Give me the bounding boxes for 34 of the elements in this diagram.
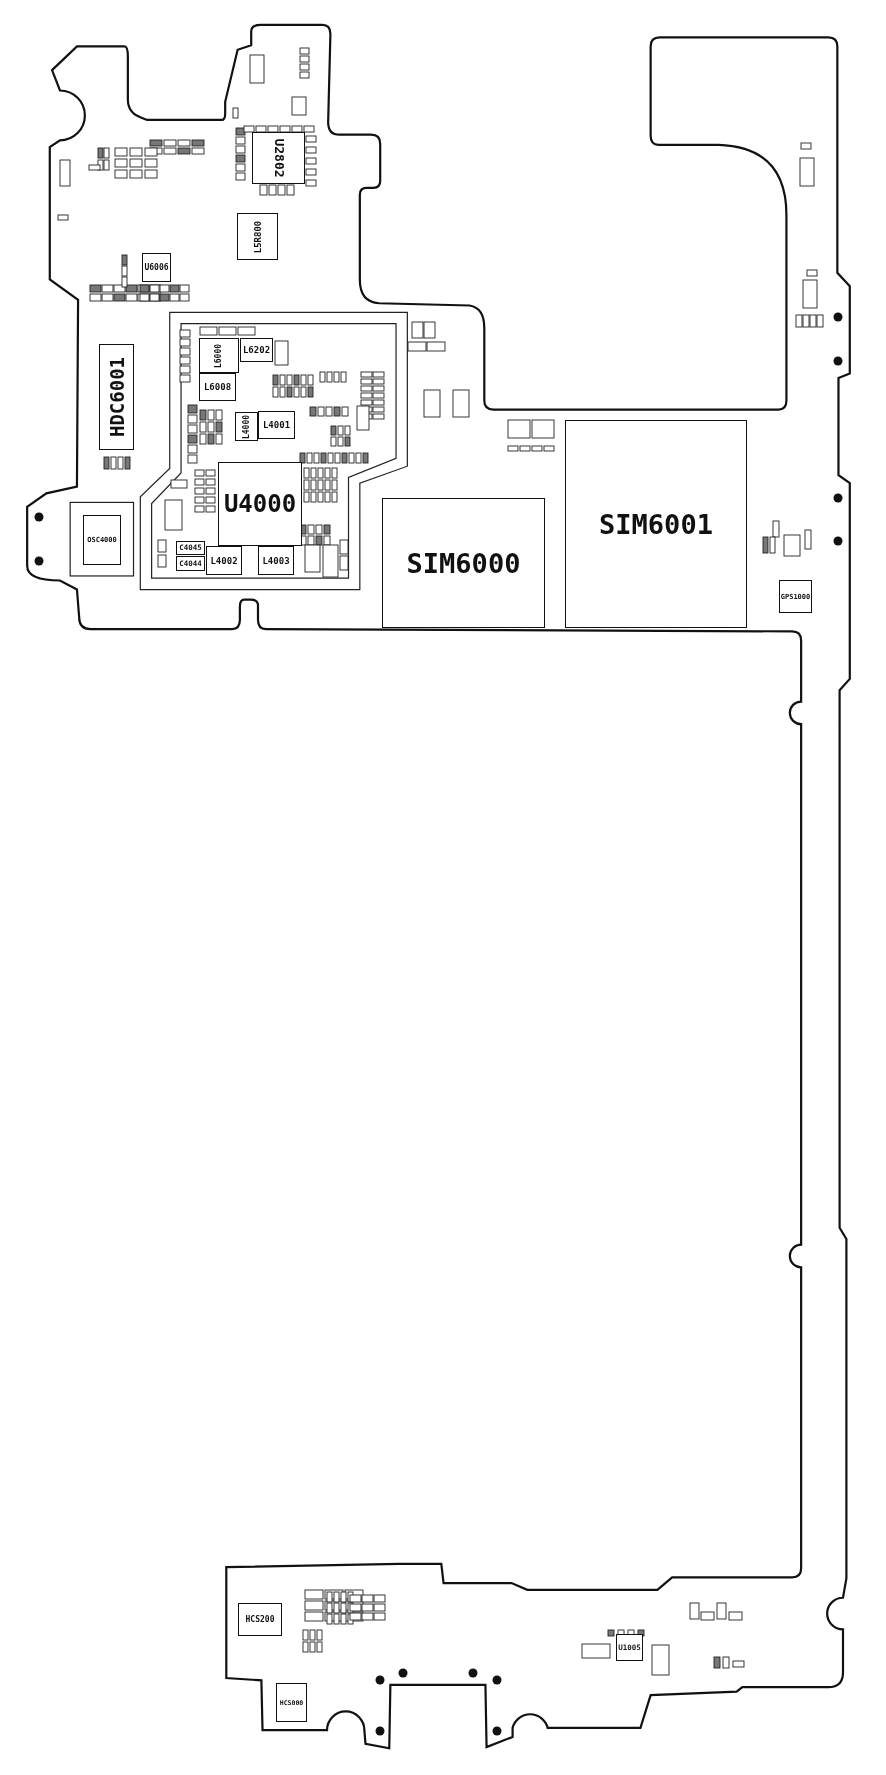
component-outline: [218, 462, 302, 546]
reference-designator: L5R800: [253, 220, 262, 253]
component-outline: [237, 213, 278, 260]
reference-designator: SIM6000: [406, 549, 521, 577]
component-outline: [616, 1634, 643, 1661]
component-outline: [258, 411, 295, 439]
component-outline: [276, 1683, 307, 1722]
component-outline: [206, 546, 242, 575]
reference-designator: U2802: [272, 138, 285, 178]
component-outline: [83, 515, 121, 565]
reference-designator: HCS200: [245, 1615, 275, 1624]
reference-designator: L4000: [242, 414, 251, 439]
component-outline: [382, 498, 545, 628]
component-outline: [199, 338, 239, 373]
component-outline: [199, 373, 236, 401]
reference-designator: L4002: [210, 556, 238, 565]
component-outline: [779, 580, 812, 613]
reference-designator: L6000: [215, 343, 223, 368]
component-outline: [240, 338, 273, 362]
component-outline: [235, 412, 258, 441]
component-outline: [142, 253, 171, 282]
reference-designator: HDC6001: [107, 356, 126, 438]
reference-designator: L6202: [242, 345, 271, 355]
component-outline: [565, 420, 747, 628]
component-outline: [238, 1603, 282, 1636]
reference-designator: L6008: [203, 382, 232, 392]
reference-designator: L4003: [262, 556, 290, 565]
reference-designator: SIM6001: [599, 510, 713, 538]
component-outline: [258, 546, 294, 575]
reference-designator: U4000: [223, 492, 297, 516]
reference-designator: U6006: [144, 263, 169, 272]
reference-designator: L4001: [262, 420, 291, 430]
component-outline: [99, 344, 134, 450]
component-outline: [252, 132, 305, 184]
